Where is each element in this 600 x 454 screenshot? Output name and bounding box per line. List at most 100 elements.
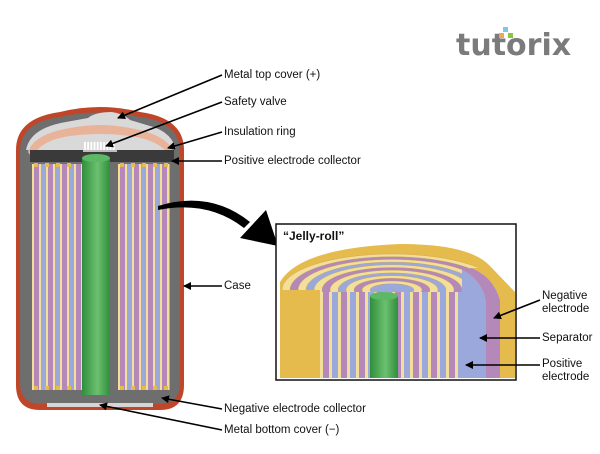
label-separator: Separator xyxy=(542,332,593,344)
electrode-layer xyxy=(153,164,155,390)
electrode-layer xyxy=(118,164,120,390)
arrow-metal-bottom-cover xyxy=(99,402,223,431)
tutorix-logo: tutorix xyxy=(456,28,571,63)
electrode-layer xyxy=(155,164,160,390)
electrode-layer xyxy=(69,164,74,390)
jelly-roll-stripe xyxy=(410,292,413,378)
safety-valve-stripe xyxy=(87,142,89,151)
electrode-tab xyxy=(56,163,60,167)
electrode-layer xyxy=(39,164,41,390)
label-metal-top-cover: Metal top cover (+) xyxy=(224,69,321,81)
electrode-layer xyxy=(167,164,169,390)
logo-dot-orange xyxy=(499,33,504,38)
electrode-tab xyxy=(164,386,168,390)
electrode-layer xyxy=(160,164,162,390)
jelly-roll-stripe xyxy=(455,292,458,378)
electrode-tab xyxy=(120,163,124,167)
safety-valve-stripe xyxy=(90,142,93,151)
electrode-layer xyxy=(34,164,39,390)
electrode-layer xyxy=(141,164,146,390)
electrode-tab xyxy=(67,163,71,167)
electrode-tab xyxy=(45,386,49,390)
electrode-layer xyxy=(46,164,48,390)
logo-text: tutorix xyxy=(456,28,572,63)
jelly-roll-stripe xyxy=(338,292,341,378)
curved-arrow-head xyxy=(240,210,278,246)
electrode-layer xyxy=(53,164,55,390)
jelly-roll-stripe xyxy=(332,292,338,378)
jelly-roll-stripe xyxy=(359,292,365,378)
jelly-roll-stripe xyxy=(356,292,359,378)
electrode-layer xyxy=(162,164,167,390)
core-rod-top xyxy=(82,154,110,162)
electrode-layer xyxy=(62,164,67,390)
safety-valve-stripe xyxy=(93,142,96,151)
electrode-layer xyxy=(76,164,81,390)
electrode-layer xyxy=(67,164,69,390)
electrode-layer xyxy=(125,164,127,390)
electrode-tab xyxy=(131,386,135,390)
curved-arrow-body xyxy=(158,200,250,228)
electrode-tab xyxy=(34,163,38,167)
safety-valve-stripe xyxy=(103,142,105,151)
electrode-layer xyxy=(32,164,34,390)
jelly-roll-stripe xyxy=(401,292,404,378)
electrode-layer xyxy=(41,164,46,390)
core-rod xyxy=(82,158,110,395)
safety-valve-stripe xyxy=(96,142,99,151)
label-case: Case xyxy=(224,280,251,292)
arrow-negative-collector xyxy=(161,395,223,410)
electrode-layer xyxy=(132,164,134,390)
unrolled-positive xyxy=(462,270,486,378)
safety-valve-stripe xyxy=(100,142,102,151)
jelly-roll-stripe xyxy=(458,292,464,378)
jelly-roll-stripe xyxy=(323,292,329,378)
jelly-roll-stripe xyxy=(446,292,449,378)
jelly-roll-stripe xyxy=(329,292,332,378)
label-positive-electrode: Positive electrode xyxy=(542,358,590,383)
electrode-layer xyxy=(134,164,139,390)
label-negative-electrode: Negative electrode xyxy=(542,290,590,315)
electrode-tab xyxy=(153,163,157,167)
label-metal-bottom-cover: Metal bottom cover (−) xyxy=(224,424,340,436)
electrode-tab xyxy=(45,163,49,167)
safety-valve-base xyxy=(83,150,117,152)
electrode-layer xyxy=(81,164,82,390)
electrode-tab xyxy=(164,163,168,167)
electrode-tab xyxy=(120,386,124,390)
jelly-core-rod xyxy=(370,296,398,378)
jelly-roll-stripe xyxy=(347,292,350,378)
logo-dot-green xyxy=(508,33,513,38)
electrode-layer xyxy=(146,164,148,390)
electrode-layer xyxy=(139,164,141,390)
electrode-layer xyxy=(60,164,62,390)
arrow-negative-electrode xyxy=(493,299,541,320)
jelly-roll-stripe xyxy=(437,292,440,378)
arrow-insulation-ring xyxy=(167,131,223,150)
jelly-roll-stripe xyxy=(404,292,410,378)
jelly-roll-stripe xyxy=(431,292,437,378)
jelly-roll-stripe xyxy=(413,292,419,378)
electrode-tab xyxy=(142,163,146,167)
electrode-layer xyxy=(169,164,170,390)
jelly-roll-stripe xyxy=(428,292,431,378)
jelly-roll-stripe xyxy=(341,292,347,378)
jelly-core-top xyxy=(370,292,398,300)
jelly-roll-stripe xyxy=(422,292,428,378)
jelly-roll-stripe xyxy=(449,292,455,378)
label-positive-electrode-collector: Positive electrode collector xyxy=(224,155,361,167)
logo-dot-blue xyxy=(503,27,508,32)
jelly-roll-stripe xyxy=(440,292,446,378)
electrode-tab xyxy=(67,386,71,390)
unrolled-negative xyxy=(462,268,500,378)
jelly-roll-title: “Jelly-roll” xyxy=(283,229,345,243)
electrode-layer xyxy=(74,164,76,390)
electrode-layer xyxy=(55,164,60,390)
jelly-roll-stripe xyxy=(350,292,356,378)
electrode-tab xyxy=(34,386,38,390)
jelly-roll-stripe xyxy=(419,292,422,378)
electrode-tab xyxy=(56,386,60,390)
jelly-roll-left-face xyxy=(280,290,320,378)
label-insulation-ring: Insulation ring xyxy=(224,126,296,138)
